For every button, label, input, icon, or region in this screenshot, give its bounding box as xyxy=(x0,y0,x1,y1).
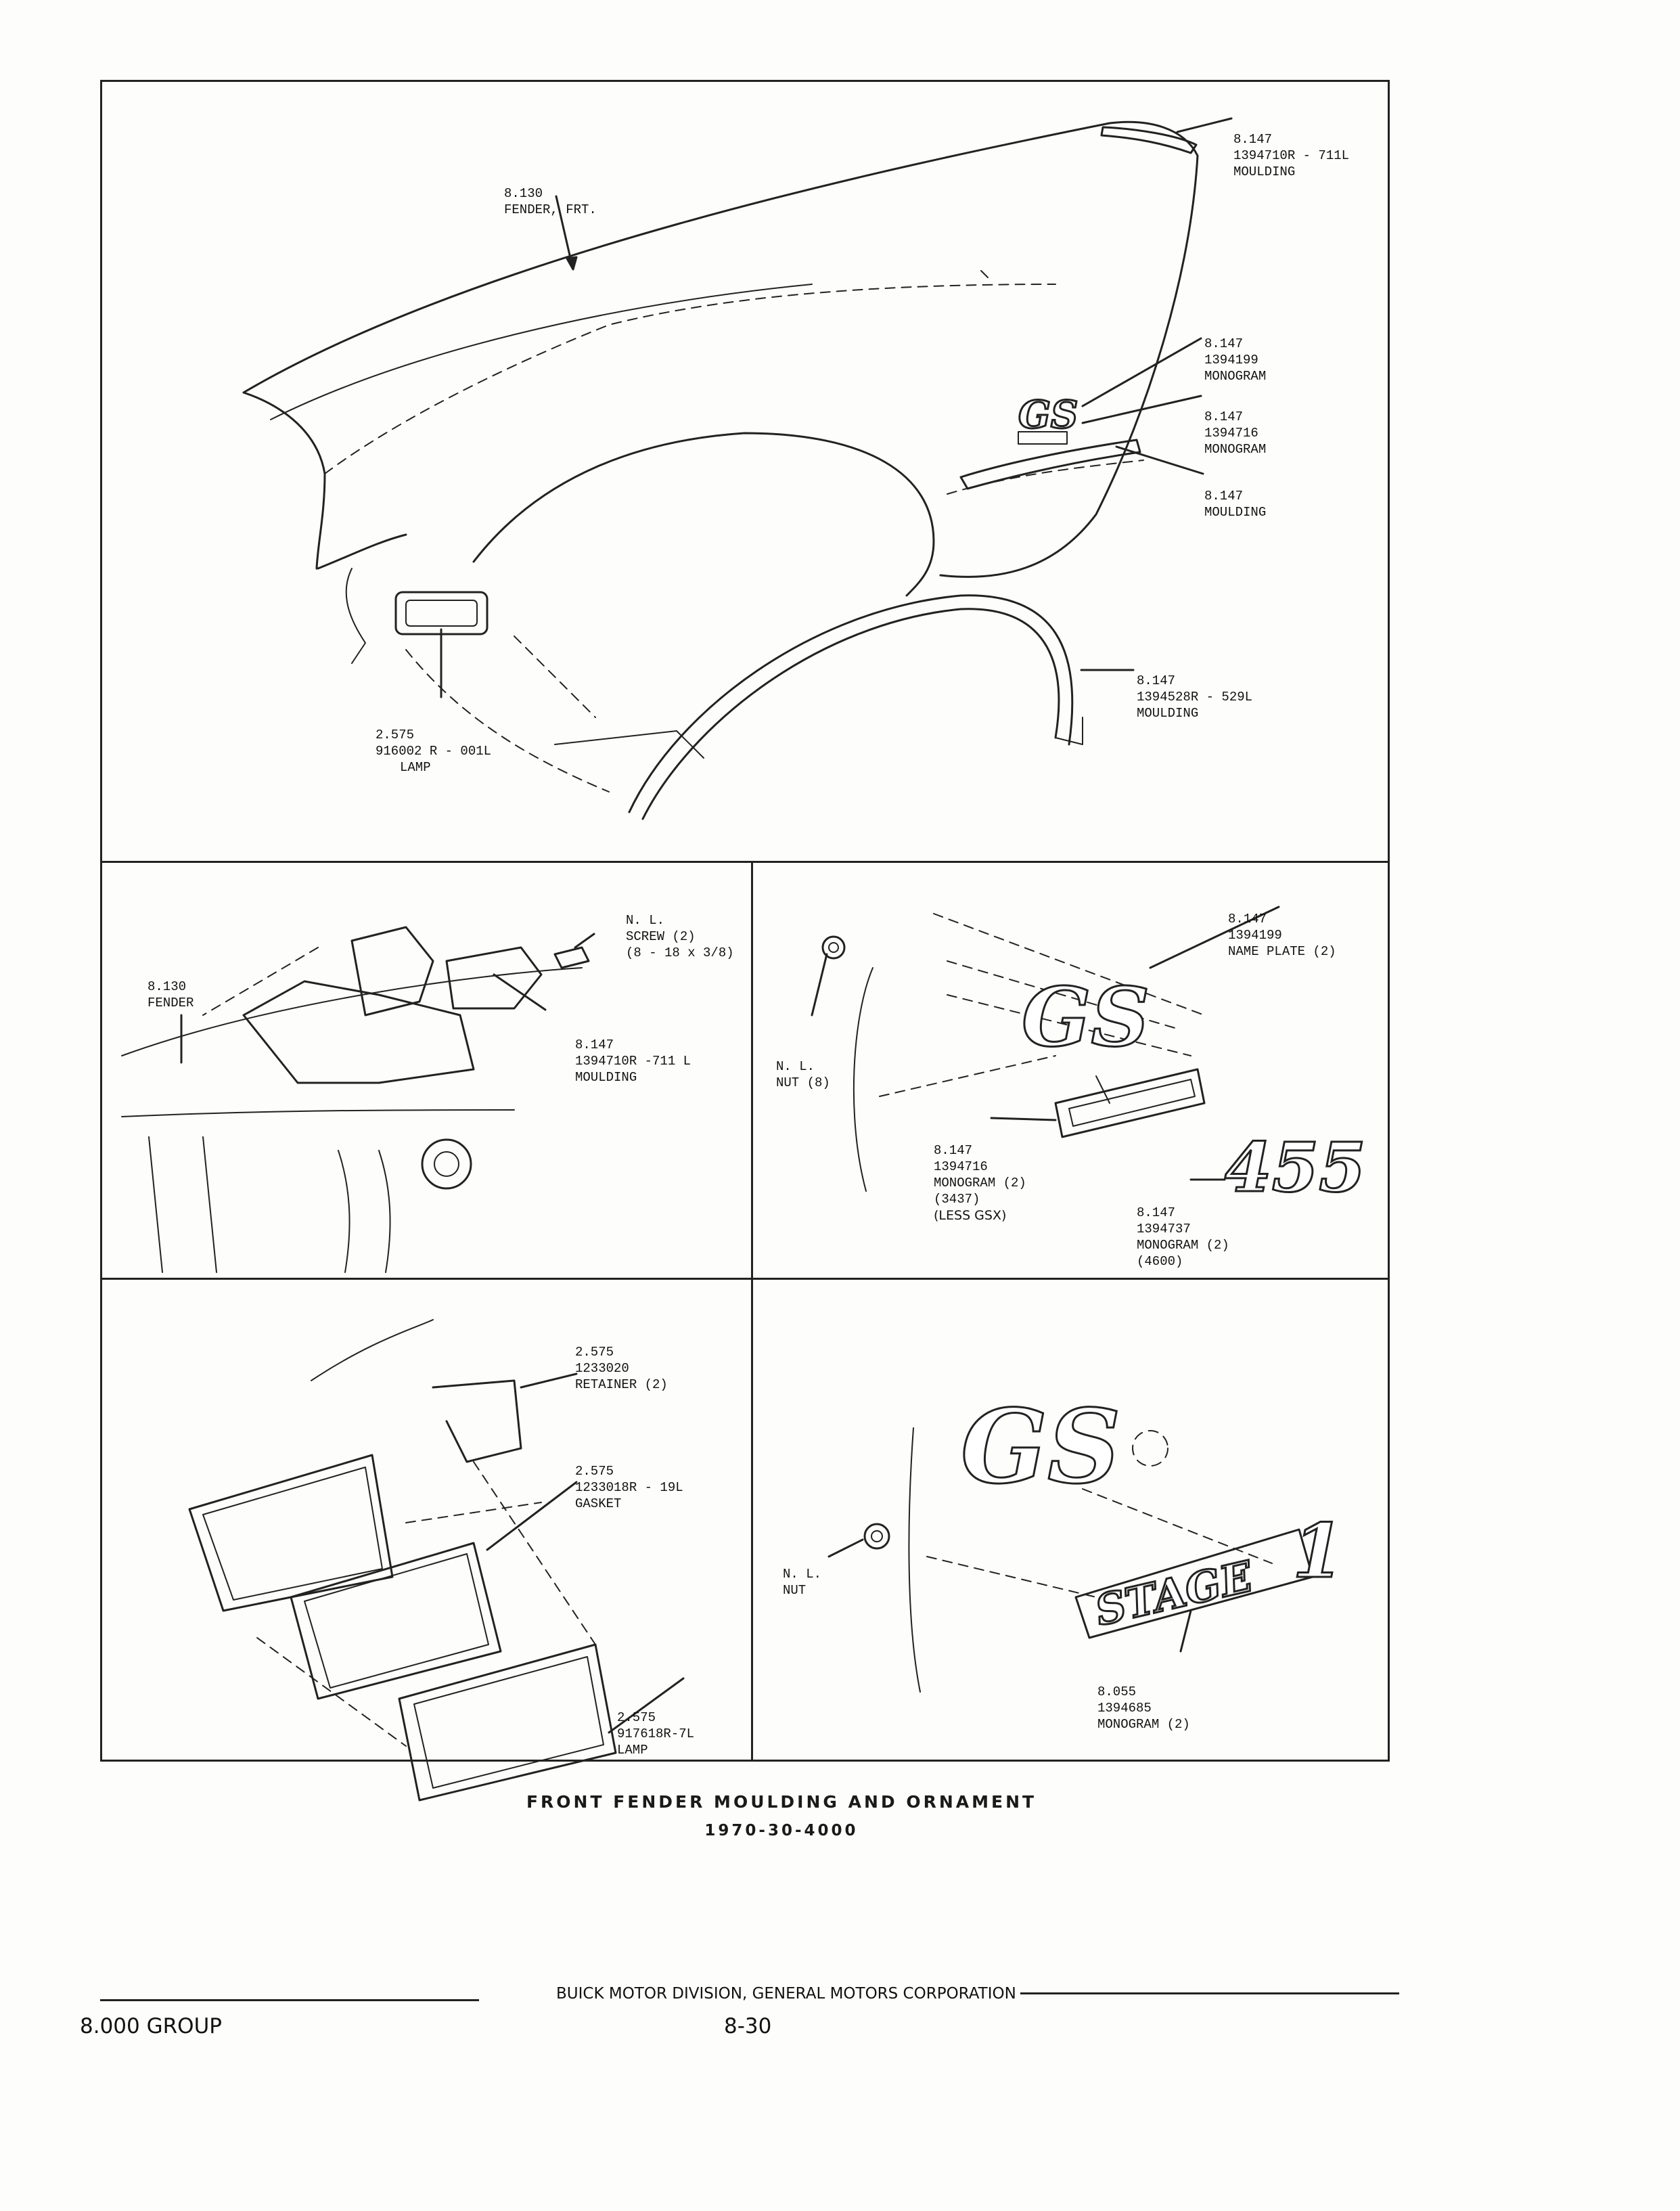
gs-emblem-bottom: GS xyxy=(961,1387,1120,1506)
figure-code: 1970-30-4000 xyxy=(704,1822,859,1839)
footer-group: 8.000 GROUP xyxy=(80,2014,222,2038)
label-nut-8: N. L.NUT (8) xyxy=(776,1059,830,1090)
footer-rule-left xyxy=(100,1999,479,2001)
stage1-exploded-drawing: GS STAGE 1 xyxy=(863,1387,1345,1693)
diagram-frame xyxy=(100,80,1390,1762)
moulding-exploded-drawing xyxy=(121,926,590,1273)
stage-1-numeral: 1 xyxy=(1292,1507,1344,1594)
lamp-exploded-drawing xyxy=(188,1319,617,1802)
panel-divider-top xyxy=(100,861,1390,863)
figure-title: FRONT FENDER MOULDING AND ORNAMENT xyxy=(526,1792,1037,1812)
fender-drawing xyxy=(242,120,1199,792)
panel-divider-bottom xyxy=(100,1278,1390,1280)
footer-page-number: 8-30 xyxy=(724,2014,772,2038)
455-emblem: 455 xyxy=(1225,1127,1366,1207)
footer-rule-right xyxy=(1020,1992,1399,1994)
stage-emblem: STAGE xyxy=(1091,1551,1258,1635)
label-nut: N. L.NUT xyxy=(783,1567,822,1598)
panel-divider-vertical xyxy=(751,861,753,1762)
gs-455-exploded-drawing: GS 455 xyxy=(821,913,1367,1209)
gs-emblem-top: GS xyxy=(1018,393,1078,437)
label-screw: N. L.SCREW (2)(8 - 18 x 3/8) xyxy=(626,913,734,960)
gs-name-plate: GS xyxy=(1022,970,1150,1065)
top-moulding-shape xyxy=(1100,126,1198,154)
footer-division: BUICK MOTOR DIVISION, GENERAL MOTORS COR… xyxy=(556,1985,1016,2003)
